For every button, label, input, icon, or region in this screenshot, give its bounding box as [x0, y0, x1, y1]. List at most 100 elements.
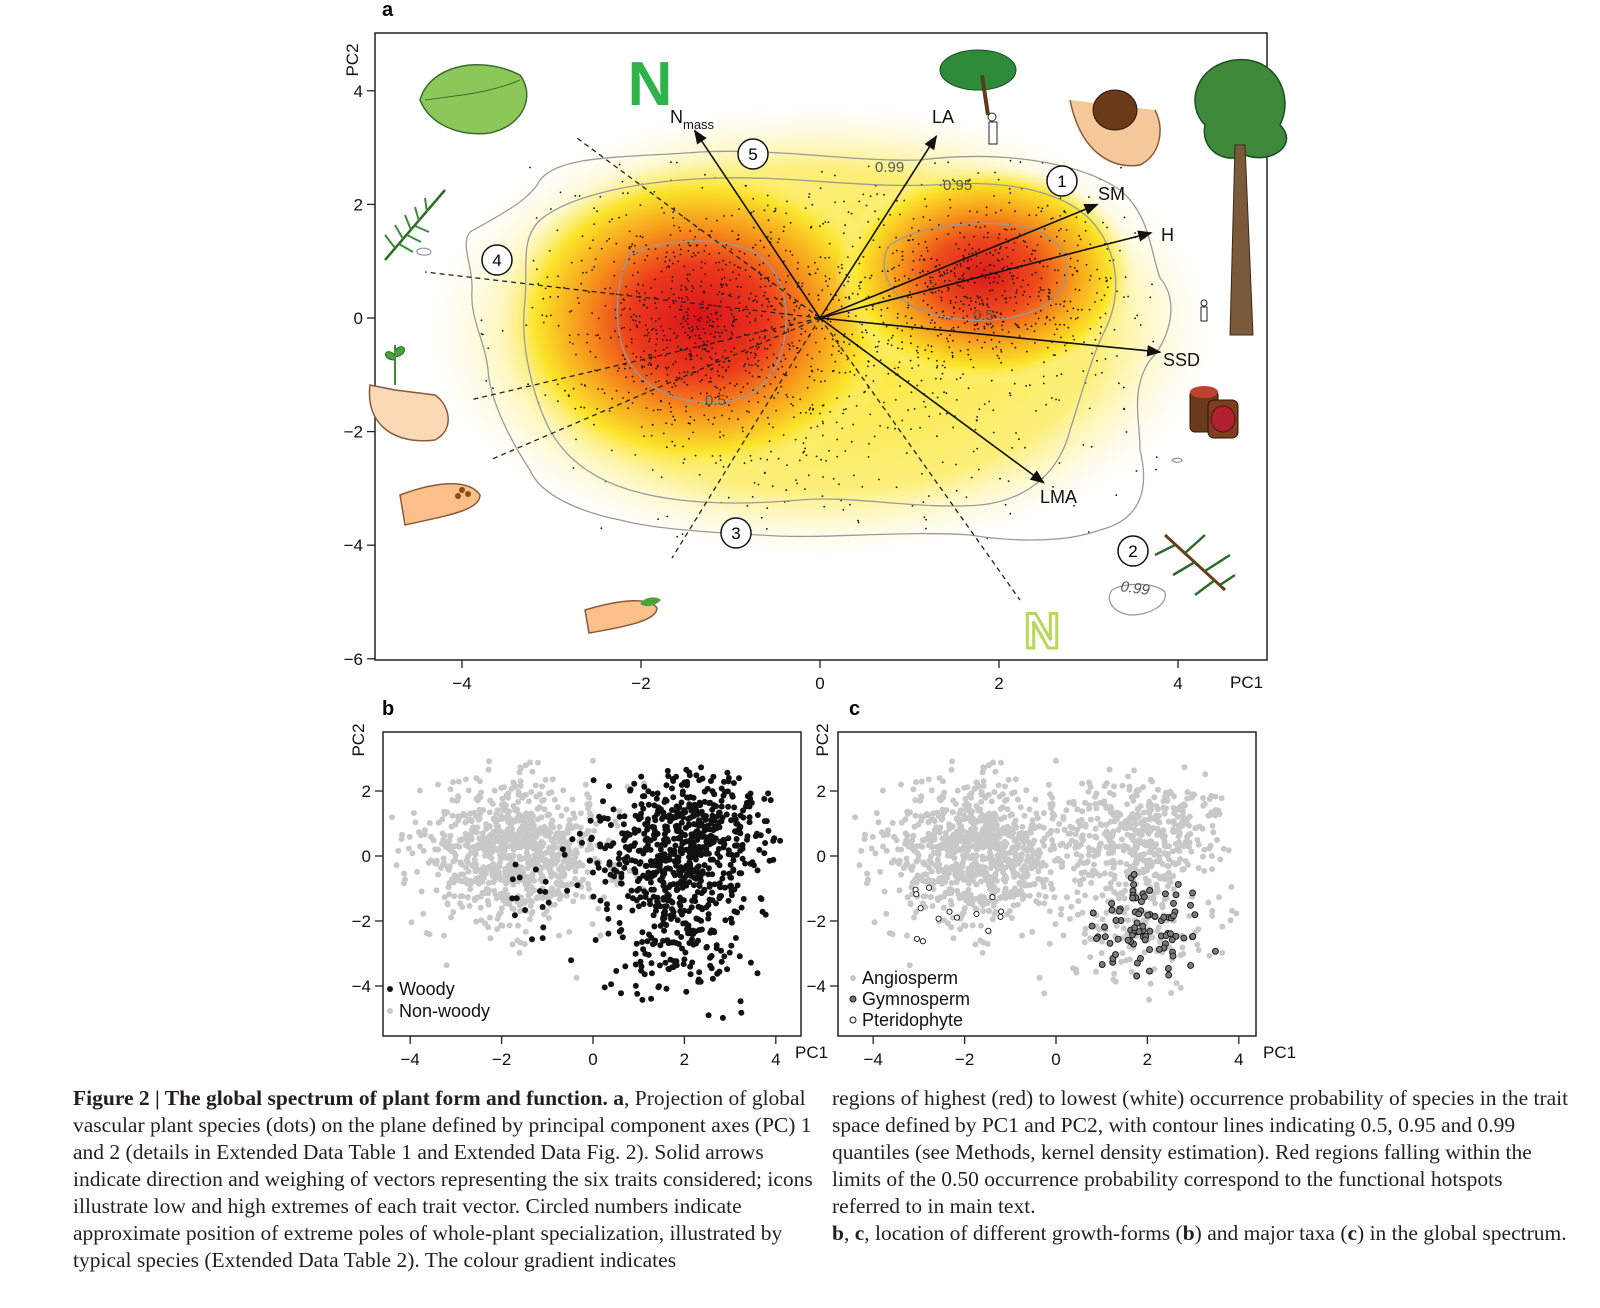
species-dot [930, 307, 933, 309]
species-dot [850, 212, 853, 215]
species-dot [730, 331, 733, 334]
angiosperm-dot [1199, 825, 1206, 832]
species-dot [882, 297, 885, 299]
species-dot [825, 280, 827, 282]
species-dot [1074, 288, 1077, 291]
species-dot [1034, 312, 1037, 315]
woody-dot [615, 855, 622, 862]
angiosperm-dot [980, 782, 987, 789]
woody-dot [709, 806, 716, 813]
species-dot [777, 392, 779, 394]
species-dot [672, 293, 675, 295]
species-dot [717, 358, 719, 361]
species-dot [655, 367, 657, 370]
angiosperm-dot [1112, 843, 1119, 850]
non-woody-dot [421, 827, 428, 834]
angiosperm-dot [1033, 856, 1040, 863]
angiosperm-dot [939, 778, 946, 785]
species-dot [1031, 273, 1034, 276]
species-dot [962, 373, 964, 375]
species-dot [1055, 398, 1057, 401]
species-dot [936, 365, 939, 367]
species-dot [750, 292, 752, 295]
panel-a-x-tick: −4 [452, 674, 471, 693]
species-dot [886, 307, 889, 310]
species-dot [941, 274, 944, 277]
species-dot [976, 323, 978, 326]
species-dot [764, 335, 766, 338]
species-dot [749, 321, 751, 324]
woody-dot [661, 915, 668, 921]
angiosperm-dot [895, 846, 902, 853]
species-dot [910, 296, 913, 299]
species-dot [962, 303, 965, 306]
non-woody-dot [398, 836, 405, 842]
species-dot [660, 476, 663, 479]
woody-dot [564, 887, 571, 894]
woody-dot [665, 773, 672, 779]
angiosperm-dot [1059, 840, 1066, 847]
species-dot [836, 438, 839, 441]
woody-dot [539, 904, 546, 910]
species-dot [623, 326, 625, 329]
species-dot [622, 397, 624, 399]
species-dot [967, 387, 970, 390]
species-dot [853, 374, 856, 376]
non-woody-dot [467, 816, 474, 823]
species-dot [1016, 277, 1019, 279]
woody-dot [701, 862, 708, 869]
angiosperm-dot [1122, 881, 1129, 888]
species-dot [716, 370, 719, 373]
species-dot [946, 337, 948, 340]
woody-dot [674, 917, 681, 924]
species-dot [946, 286, 949, 289]
angiosperm-dot [1114, 809, 1121, 816]
species-dot [722, 215, 725, 217]
species-dot [730, 309, 733, 311]
species-dot [650, 434, 653, 437]
species-dot [837, 266, 840, 268]
woody-dot [663, 895, 670, 902]
species-dot [774, 209, 777, 212]
species-dot [959, 232, 961, 234]
species-dot [763, 385, 766, 388]
woody-dot [678, 934, 685, 940]
species-dot [911, 367, 913, 370]
species-dot [1022, 294, 1024, 296]
woody-dot [623, 859, 630, 866]
species-dot [949, 334, 951, 337]
angiosperm-dot [928, 787, 935, 794]
angiosperm-dot [1131, 826, 1138, 833]
panel-a-y-tick: 2 [354, 195, 363, 214]
species-dot [909, 335, 912, 337]
woody-dot [738, 1009, 745, 1016]
woody-dot [661, 927, 668, 934]
species-dot [698, 228, 700, 231]
species-dot [1057, 269, 1060, 272]
species-dot [746, 504, 749, 507]
species-dot [970, 308, 972, 311]
contour-099-left-speck [416, 247, 432, 256]
species-dot [1027, 303, 1029, 306]
species-dot [690, 354, 692, 357]
contour-05-left [616, 240, 787, 404]
species-dot [896, 200, 898, 202]
angiosperm-dot [994, 866, 1001, 872]
angiosperm-dot [939, 880, 945, 887]
woody-dot [680, 897, 687, 904]
angiosperm-dot [1061, 826, 1068, 833]
species-dot [941, 372, 944, 375]
species-dot [1022, 240, 1025, 242]
species-dot [686, 371, 689, 373]
species-dot [914, 324, 916, 326]
species-dot [613, 260, 615, 263]
species-dot [706, 363, 709, 366]
species-dot [525, 324, 528, 327]
species-dot [1088, 196, 1090, 198]
angiosperm-dot [1021, 812, 1028, 819]
woody-dot [677, 902, 684, 909]
species-dot [651, 393, 654, 395]
non-woody-dot [455, 778, 462, 785]
species-dot [781, 365, 784, 368]
woody-dot [705, 1012, 712, 1019]
